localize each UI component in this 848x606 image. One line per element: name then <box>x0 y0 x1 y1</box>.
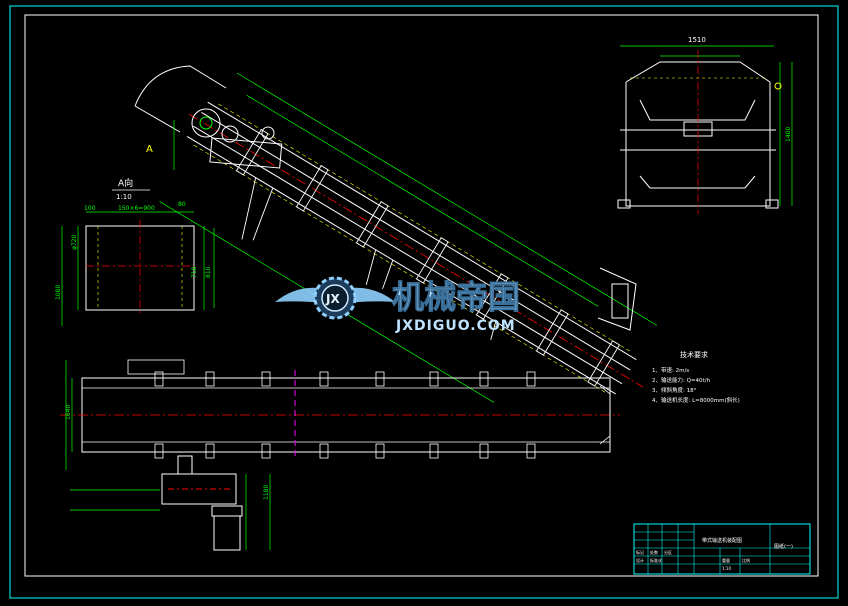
view-a-plan: A向 1:10 100 150×6=900 80 710 810 1080 φ7… <box>55 177 215 326</box>
head-hood <box>134 65 227 107</box>
tech-note-item: 3、倾斜角度: 18° <box>652 386 697 394</box>
tech-notes-title: 技术要求 <box>680 350 708 359</box>
svg-text:150×6=900: 150×6=900 <box>118 205 155 212</box>
technical-requirements: 技术要求 1、带速: 2m/s 2、输送能力: Q=40t/h 3、倾斜角度: … <box>652 350 740 404</box>
watermark-chinese-text: 机械帝国 <box>392 278 520 316</box>
svg-text:1180: 1180 <box>263 485 270 500</box>
svg-text:1510: 1510 <box>688 36 706 44</box>
title-block-drawing-number: 图纸(一) <box>774 543 793 550</box>
section-marker-a: A <box>146 144 153 155</box>
view-a-title: A向 <box>118 177 133 189</box>
svg-text:标准化: 标准化 <box>650 557 662 563</box>
head-pulley <box>191 108 221 138</box>
svg-text:标记: 标记 <box>636 549 644 555</box>
svg-text:810: 810 <box>205 266 212 278</box>
svg-text:710: 710 <box>191 266 198 278</box>
svg-text:处数: 处数 <box>650 549 658 555</box>
svg-text:φ720: φ720 <box>71 234 78 250</box>
plan-view: 1640 1180 <box>60 359 620 551</box>
watermark-english-text: JXDIGUO.COM <box>395 318 516 334</box>
side-section-view: 1510 1400 <box>617 36 793 214</box>
svg-text:比例: 比例 <box>742 557 750 563</box>
outer-border <box>9 5 839 599</box>
svg-text:1400: 1400 <box>785 127 792 142</box>
svg-text:设计: 设计 <box>636 557 644 563</box>
svg-text:1080: 1080 <box>55 285 62 300</box>
tech-note-item: 1、带速: 2m/s <box>652 367 689 374</box>
view-a-scale: 1:10 <box>116 193 132 201</box>
tech-note-item: 2、输送能力: Q=40t/h <box>652 376 711 384</box>
watermark: JX 机械帝国 JXDIGUO.COM <box>275 276 521 334</box>
drive-unit <box>161 455 243 551</box>
inner-frame <box>24 14 819 577</box>
svg-text:分区: 分区 <box>664 549 672 555</box>
watermark-badge-text: JX <box>325 292 340 306</box>
svg-text:100: 100 <box>84 205 96 212</box>
tech-note-item: 4、输送机长度: L=8000mm(斜长) <box>652 396 740 404</box>
title-block-name: 带式输送机装配图 <box>702 537 742 544</box>
inclined-conveyor-view: A <box>134 65 658 403</box>
title-block: 带式输送机装配图 图纸(一) 标记 处数 分区 设计 标准化 重量 比例 1:1… <box>633 523 811 575</box>
svg-text:1640: 1640 <box>65 405 72 420</box>
svg-text:80: 80 <box>178 201 186 208</box>
svg-text:1:10: 1:10 <box>722 566 731 571</box>
svg-text:重量: 重量 <box>722 557 730 563</box>
